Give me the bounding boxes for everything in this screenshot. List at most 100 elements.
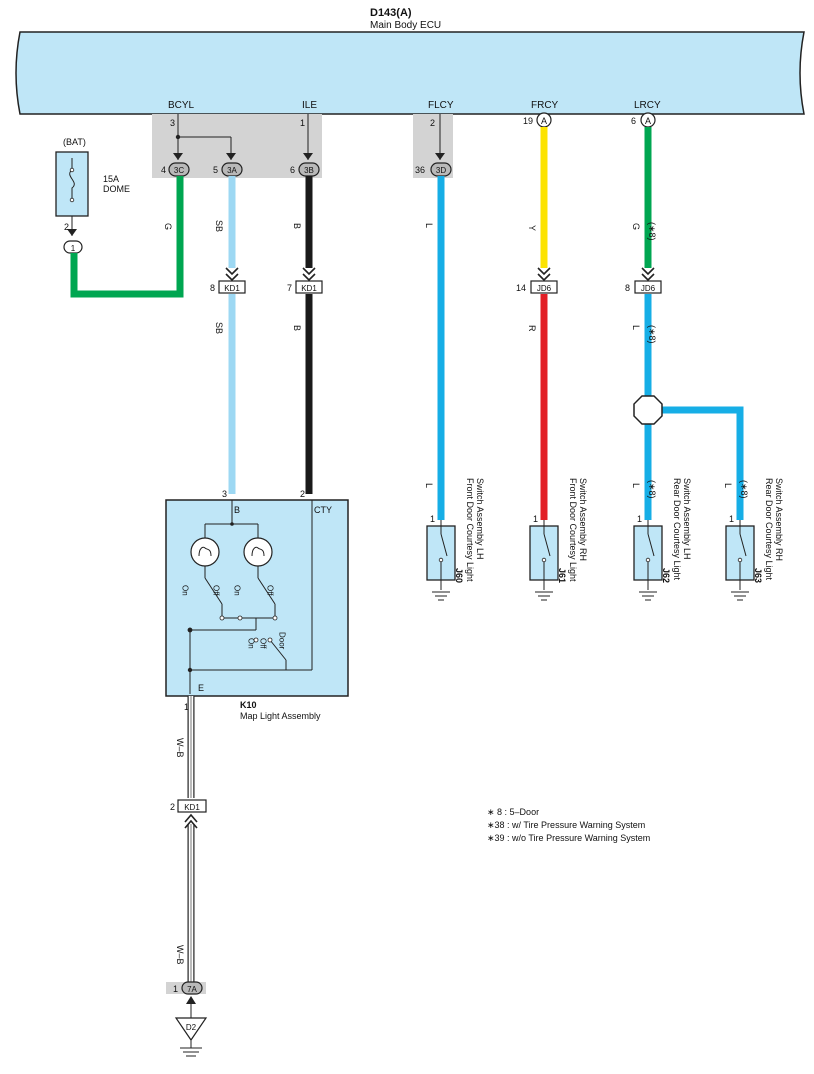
k10-term-cty: CTY bbox=[314, 505, 332, 515]
j60-pin: 1 bbox=[430, 514, 435, 524]
pin-ile-ecu: 1 bbox=[300, 118, 305, 128]
label-b-2: B bbox=[292, 325, 302, 331]
j62-name: Rear Door Courtesy Light bbox=[672, 478, 682, 581]
junction-dots bbox=[187, 522, 234, 673]
junction-dot bbox=[175, 134, 181, 140]
label-l-j63: L bbox=[723, 483, 733, 488]
splice-junction bbox=[633, 395, 663, 425]
switch-labels: On Off On Off On Off Door bbox=[181, 585, 287, 650]
k10-term-e: E bbox=[198, 683, 204, 693]
conn-kd1-wb-box bbox=[177, 799, 207, 813]
label-l-1: L bbox=[424, 223, 434, 228]
sw-on-3: On bbox=[247, 638, 256, 649]
conn-kd1-wb: KD1 bbox=[184, 803, 200, 812]
bulb-icon bbox=[190, 537, 220, 567]
pin-kd1-8: 8 bbox=[210, 283, 215, 293]
label-l-lrcy: L bbox=[631, 325, 641, 330]
note-38: ∗38 : w/ Tire Pressure Warning System bbox=[487, 820, 645, 830]
conn-kd1-sb: KD1 bbox=[224, 284, 240, 293]
switch-j62 bbox=[633, 520, 663, 601]
pin-6: 6 bbox=[290, 165, 295, 175]
terminal-flcy: FLCY bbox=[428, 100, 454, 111]
ground-arrow bbox=[186, 996, 196, 1004]
label-wb-2: W–B bbox=[175, 945, 185, 965]
pin-kd1-7: 7 bbox=[287, 283, 292, 293]
label-l-j62: L bbox=[631, 483, 641, 488]
j61-pin: 1 bbox=[533, 514, 538, 524]
map-light-box bbox=[165, 499, 349, 697]
j63-name2: Switch Assembly RH bbox=[774, 478, 784, 561]
label-y: Y bbox=[527, 225, 537, 231]
k10-term-b: B bbox=[234, 505, 240, 515]
fuse-terminal-dot bbox=[69, 167, 75, 173]
j60-name: Front Door Courtesy Light bbox=[465, 478, 475, 582]
chevron-up-icon bbox=[184, 813, 198, 829]
conn-3c: 3C bbox=[174, 166, 184, 175]
j60-name2: Switch Assembly LH bbox=[475, 478, 485, 560]
pin-flcy-ecu: 2 bbox=[430, 118, 435, 128]
pin-5: 5 bbox=[213, 165, 218, 175]
ecu-circle-connectors bbox=[536, 112, 656, 128]
j62-pin: 1 bbox=[637, 514, 642, 524]
fuse-terminal-dot bbox=[69, 197, 75, 203]
j61-code: J61 bbox=[557, 568, 567, 583]
fuse-pin: 2 bbox=[64, 222, 69, 232]
switch-j61 bbox=[529, 520, 559, 601]
conn-jd6-l: JD6 bbox=[641, 284, 656, 293]
j61-name: Front Door Courtesy Light bbox=[568, 478, 578, 582]
ground-pin: 1 bbox=[173, 984, 178, 994]
conn-3d: 3D bbox=[436, 166, 446, 175]
wire-l-j63 bbox=[648, 406, 744, 520]
pin-arrows bbox=[173, 153, 445, 160]
sw-on-2: On bbox=[233, 585, 242, 596]
conn-3b: 3B bbox=[304, 166, 314, 175]
sw-on-1: On bbox=[181, 585, 190, 596]
j60-code: J60 bbox=[454, 568, 464, 583]
label-r: R bbox=[527, 325, 537, 332]
conn-3a: 3A bbox=[227, 166, 237, 175]
j62-name2: Switch Assembly LH bbox=[682, 478, 692, 560]
terminal-lrcy: LRCY bbox=[634, 100, 661, 111]
label-sb-2: SB bbox=[214, 322, 224, 334]
wires bbox=[70, 127, 744, 520]
pin-4: 4 bbox=[161, 165, 166, 175]
fuse-rating: 15A bbox=[103, 174, 119, 184]
conn-lrcy-a: A bbox=[645, 116, 651, 126]
lamp-bulbs bbox=[190, 537, 273, 567]
j61-name2: Switch Assembly RH bbox=[578, 478, 588, 561]
switch-j63 bbox=[725, 520, 755, 601]
k10-pin-3: 3 bbox=[222, 489, 227, 499]
note-39: ∗39 : w/o Tire Pressure Warning System bbox=[487, 833, 650, 843]
ground-conn: 7A bbox=[187, 985, 197, 994]
map-light-name: Map Light Assembly bbox=[240, 711, 321, 721]
inline-chevrons bbox=[225, 267, 655, 282]
note8-2: (∗8) bbox=[647, 325, 657, 344]
notes: ∗ 8 : 5–Door ∗38 : w/ Tire Pressure Warn… bbox=[487, 807, 650, 843]
ground-conn-oval bbox=[181, 981, 203, 995]
note8-3: (∗8) bbox=[647, 480, 657, 499]
sw-off-3: Off bbox=[259, 638, 268, 649]
pin-6-lrcy: 6 bbox=[631, 116, 636, 126]
terminal-ile: ILE bbox=[302, 100, 317, 111]
note8-4: (∗8) bbox=[739, 480, 749, 499]
label-l-2: L bbox=[424, 483, 434, 488]
ground-icon bbox=[180, 1040, 202, 1057]
bulb-icon bbox=[243, 537, 273, 567]
conn-frcy-a: A bbox=[541, 116, 547, 126]
ecu-name: Main Body ECU bbox=[370, 20, 441, 31]
k10-pin-1: 1 bbox=[184, 702, 189, 712]
note8-1: (∗8) bbox=[647, 222, 657, 241]
switch-names: J60 Front Door Courtesy Light Switch Ass… bbox=[454, 478, 784, 583]
sw-off-1: Off bbox=[212, 585, 221, 596]
label-wb-1: W–B bbox=[175, 738, 185, 758]
label-b-1: B bbox=[292, 223, 302, 229]
pin-36: 36 bbox=[415, 165, 425, 175]
fuse-arrow bbox=[67, 229, 77, 236]
conn-jd6-r: JD6 bbox=[537, 284, 552, 293]
terminal-bcyl: BCYL bbox=[168, 100, 195, 111]
sw-off-2: Off bbox=[266, 585, 275, 596]
fuse-source: (BAT) bbox=[63, 137, 86, 147]
label-g-lrcy: G bbox=[631, 223, 641, 230]
